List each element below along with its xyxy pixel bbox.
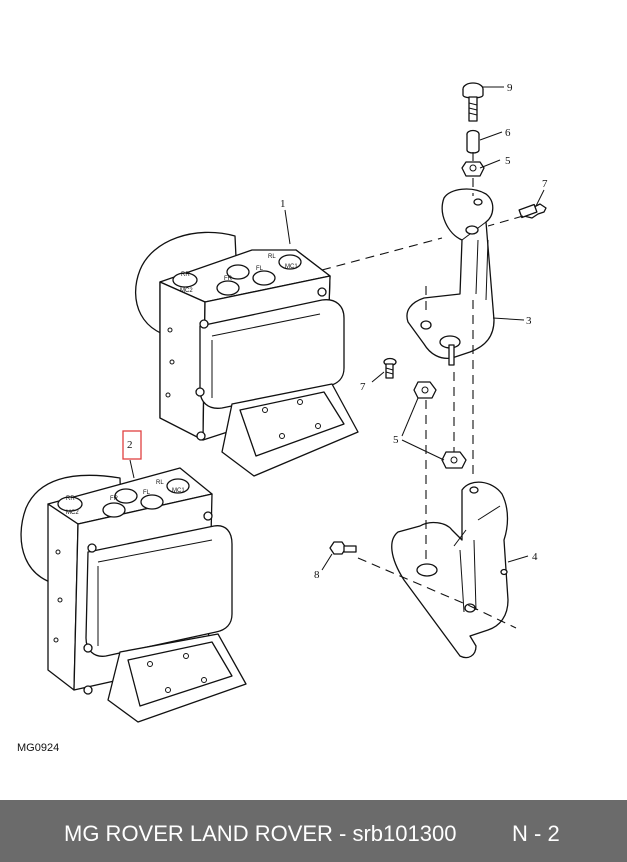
callout-2-highlight [122, 430, 142, 460]
callout-5-middle: 5 [393, 434, 399, 446]
port-label-rr-lower: RR [66, 496, 75, 502]
spacer-6 [466, 129, 480, 154]
callout-6: 6 [505, 127, 511, 139]
nut-5-middle-b [441, 451, 467, 469]
port-label-mc1-lower: MC1 [172, 488, 185, 494]
bracket-upper [406, 188, 495, 366]
callout-8: 8 [314, 569, 320, 581]
callout-9: 9 [507, 82, 513, 94]
nut-5-middle-a [413, 381, 437, 399]
port-label-mc2-upper: MC2 [180, 288, 193, 294]
callout-7-left: 7 [360, 381, 366, 393]
callout-4: 4 [532, 551, 538, 563]
abs-modulator-upper [135, 231, 359, 477]
port-label-mc1-upper: MC1 [285, 264, 298, 270]
assembly-lines [321, 152, 524, 629]
footer-bar: MG ROVER LAND ROVER - srb101300 N - 2 [0, 800, 627, 862]
bolt-7-right [518, 203, 547, 219]
abs-modulator-lower [20, 467, 247, 723]
drawing-code: MG0924 [17, 742, 59, 754]
bolt-7-left [383, 357, 397, 379]
port-label-fl-upper: FL [256, 266, 264, 272]
callout-1: 1 [280, 198, 286, 210]
port-label-rl-upper: RL [268, 254, 276, 260]
port-label-rr-upper: RR [181, 272, 190, 278]
bolt-8 [329, 541, 357, 555]
port-label-fr-upper: FR [224, 276, 233, 282]
callout-7-right: 7 [542, 178, 548, 190]
bracket-lower [391, 481, 509, 659]
bolt-9 [462, 82, 484, 122]
callout-2: 2 [127, 439, 133, 451]
footer-title: MG ROVER LAND ROVER - srb101300 [64, 821, 457, 846]
leader-lines [129, 86, 545, 571]
port-label-rl-lower: RL [156, 480, 164, 486]
port-label-fl-lower: FL [143, 490, 151, 496]
callout-3: 3 [526, 315, 532, 327]
port-label-fr-lower: FR [110, 496, 119, 502]
footer-page-number: N - 2 [512, 821, 560, 846]
nut-5-upper [461, 161, 485, 177]
port-label-mc2-lower: MC2 [66, 510, 79, 516]
parts-diagram: RR FR FL MC1 MC2 RL RR FR FL MC1 MC2 RL [17, 82, 548, 754]
callout-5-upper: 5 [505, 155, 511, 167]
